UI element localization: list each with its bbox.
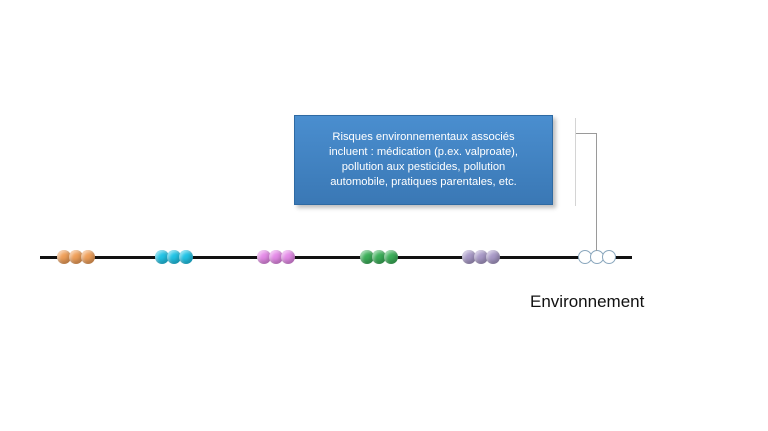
callout-text-line-4: automobile, pratiques parentales, etc. (330, 176, 517, 188)
callout-box: Risques environnementaux associés inclue… (294, 115, 553, 205)
bead (602, 250, 616, 264)
bead (155, 250, 169, 264)
callout-text-line-3: pollution aux pesticides, pollution (341, 161, 506, 173)
bead-group-3 (257, 250, 296, 265)
bead-group-4 (360, 250, 399, 265)
environment-label: Environnement (530, 292, 645, 311)
bead (462, 250, 476, 264)
bead (360, 250, 374, 264)
callout-text-line-1: Risques environnementaux associés (332, 131, 515, 143)
bead (474, 250, 488, 264)
callout-connector-horizontal (576, 133, 597, 134)
bead (167, 250, 181, 264)
bead (57, 250, 71, 264)
bead (486, 250, 500, 264)
bead (257, 250, 271, 264)
bead (269, 250, 283, 264)
bead (179, 250, 193, 264)
callout-connector-vertical (596, 133, 597, 251)
bead (81, 250, 95, 264)
timeline-line (40, 256, 632, 259)
bead-group-5 (462, 250, 501, 265)
bead-group-1 (57, 250, 96, 265)
bead (384, 250, 398, 264)
callout-text-line-2: incluent : médication (p.ex. valproate), (328, 146, 519, 158)
bead-group-6 (578, 250, 617, 265)
callout-bracket (575, 118, 576, 206)
bead-group-2 (155, 250, 194, 265)
bead (69, 250, 83, 264)
bead (281, 250, 295, 264)
bead (372, 250, 386, 264)
